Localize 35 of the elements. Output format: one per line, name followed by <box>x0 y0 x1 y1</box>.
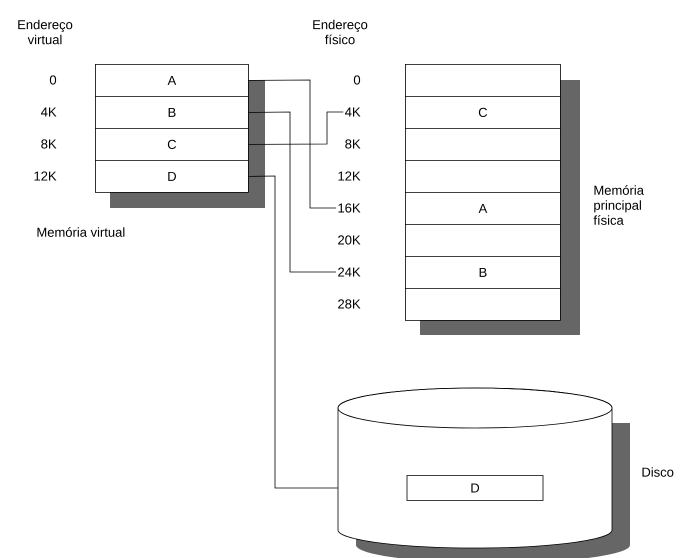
text-label: 28K <box>338 299 360 309</box>
text-label: 8K <box>41 139 56 149</box>
address-label: 4K <box>345 108 360 116</box>
memory-cell <box>405 160 561 193</box>
text-label: 0 <box>50 75 56 85</box>
text-label: 0 <box>354 75 360 85</box>
disk-label: Disco <box>642 467 674 477</box>
memory-cell: B <box>95 96 249 129</box>
memory-cell <box>405 288 561 321</box>
text-label: 12K <box>34 171 56 181</box>
memory-cell <box>405 224 561 257</box>
memory-cell: A <box>95 64 249 97</box>
memory-cell: B <box>405 256 561 289</box>
text-label: Memória principal física <box>594 185 644 225</box>
text-label: Endereço virtual <box>18 20 72 44</box>
memory-cell: C <box>95 128 249 161</box>
memory-cell: C <box>405 96 561 129</box>
connector-line <box>248 80 336 208</box>
text-label: Endereço físico <box>313 20 368 44</box>
memory-cell: A <box>405 192 561 225</box>
connector-line <box>248 176 338 488</box>
address-label: 16K <box>338 203 360 213</box>
disk-cylinder <box>338 388 612 548</box>
disk-block: D <box>406 475 544 501</box>
address-label: 24K <box>338 267 360 277</box>
text-label: 12K <box>338 171 360 181</box>
text-label: 4K <box>41 108 56 116</box>
text-label: 8K <box>345 139 360 149</box>
memory-cell: D <box>95 160 249 193</box>
text-label: Memória virtual <box>37 227 124 237</box>
connector-line <box>248 112 344 145</box>
text-label: 20K <box>338 235 360 245</box>
memory-cell <box>405 128 561 161</box>
connector-line <box>248 112 336 272</box>
memory-cell <box>405 64 561 97</box>
